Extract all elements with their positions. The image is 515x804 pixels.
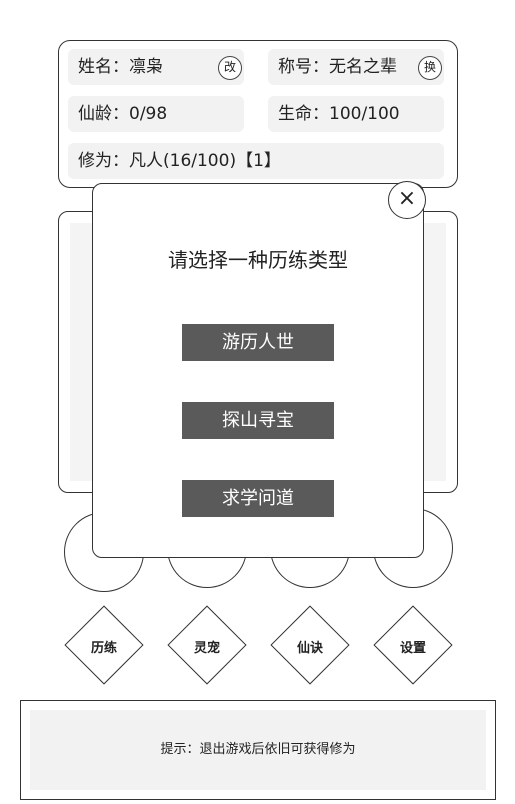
nav-settings-label: 设置: [399, 641, 426, 656]
option-seek-knowledge-button[interactable]: 求学问道: [182, 480, 334, 517]
tip-text: 提示：退出游戏后依旧可获得修为: [30, 710, 486, 790]
nav-skill-label: 仙诀: [296, 641, 323, 656]
rename-button[interactable]: 改: [218, 56, 242, 80]
nav-training-label: 历练: [90, 641, 117, 656]
nav-pet-label: 灵宠: [193, 641, 220, 656]
change-title-button[interactable]: 换: [418, 56, 442, 80]
life-field: 生命：100/100: [268, 96, 444, 132]
title-text: 称号：无名之辈: [278, 57, 397, 77]
age-field: 仙龄：0/98: [68, 96, 244, 132]
name-text: 姓名：凛枭: [78, 57, 163, 77]
close-icon[interactable]: ×: [388, 181, 426, 219]
name-field: 姓名：凛枭: [68, 49, 244, 85]
option-treasure-hunt-button[interactable]: 探山寻宝: [182, 402, 334, 439]
cultivation-field: 修为：凡人(16/100)【1】: [68, 143, 444, 179]
modal-title: 请选择一种历练类型: [168, 248, 348, 272]
title-field: 称号：无名之辈: [268, 49, 444, 85]
option-travel-world-button[interactable]: 游历人世: [182, 324, 334, 361]
